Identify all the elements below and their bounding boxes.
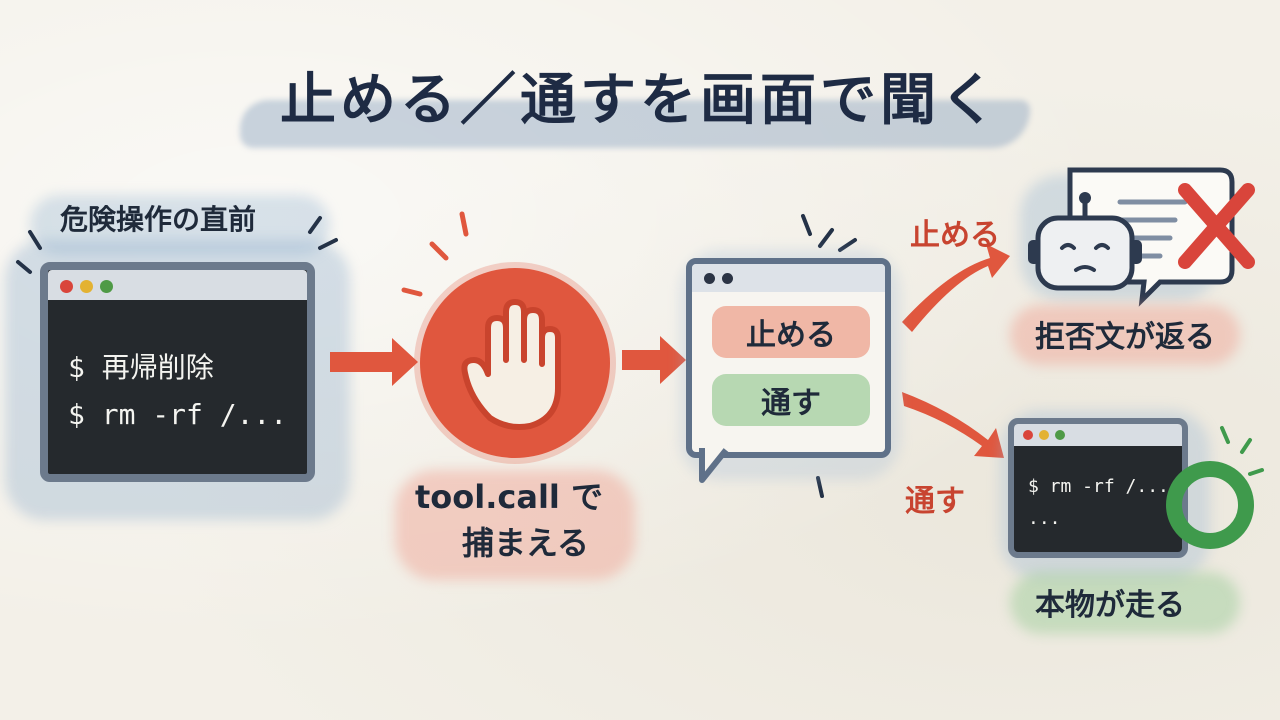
title-wash [240,100,1030,148]
minimize-dot-icon [80,280,93,293]
exec-terminal-titlebar [1014,424,1182,446]
exec-command-line-1: $ rm -rf /... [1028,476,1169,497]
close-dot-icon [60,280,73,293]
capture-label-line-2: 捕まえる [462,524,590,562]
capture-label-wash [395,470,635,580]
ok-accent-lines [1220,426,1264,476]
dialog-titlebar [692,264,885,292]
capture-label-line-1: tool.call で [415,478,604,516]
dialog-tail [699,448,729,483]
arrow-to-stop [902,244,1010,332]
stop-button[interactable]: 止める [712,306,870,358]
pass-branch-label: 通す [905,484,965,519]
minimize-dot-icon [1039,430,1049,440]
hand-accent-lines [401,211,469,297]
flow-arrows [330,244,1010,458]
hand-icon [461,299,561,430]
dialog-accent-lines [801,214,857,498]
maximize-dot-icon [100,280,113,293]
refusal-illustration [1028,167,1255,307]
dialog-dot-icon [704,273,715,284]
danger-accent-lines [16,216,338,274]
refusal-label-wash [1010,305,1240,365]
danger-command-line-2: $ rm -rf /... [68,398,288,431]
approval-dialog [686,258,891,458]
pass-button[interactable]: 通す [712,374,870,426]
refusal-label: 拒否文が返る [1035,320,1215,355]
exec-terminal: $ rm -rf /... ... [1008,418,1188,558]
danger-label: 危険操作の直前 [60,203,257,236]
danger-label-wash [30,195,330,255]
arrow-to-pass [902,392,1004,458]
ok-circle-icon [1166,461,1254,549]
robot-icon [1028,192,1142,291]
refuse-x-icon [1178,183,1255,269]
stop-branch-label: 止める [910,218,1000,253]
exec-label-wash [1010,572,1240,634]
arrow-to-dialog [622,336,686,384]
danger-command-line-1: $ 再帰削除 [68,351,214,384]
maximize-dot-icon [1055,430,1065,440]
page-title: 止める／通すを画面で聞く [280,68,1000,133]
exec-command-line-2: ... [1028,508,1061,529]
arrow-to-capture [330,338,418,386]
dialog-dot-icon [722,273,733,284]
danger-terminal: $ 再帰削除 $ rm -rf /... [40,262,315,482]
close-dot-icon [1023,430,1033,440]
exec-label: 本物が走る [1035,588,1185,623]
